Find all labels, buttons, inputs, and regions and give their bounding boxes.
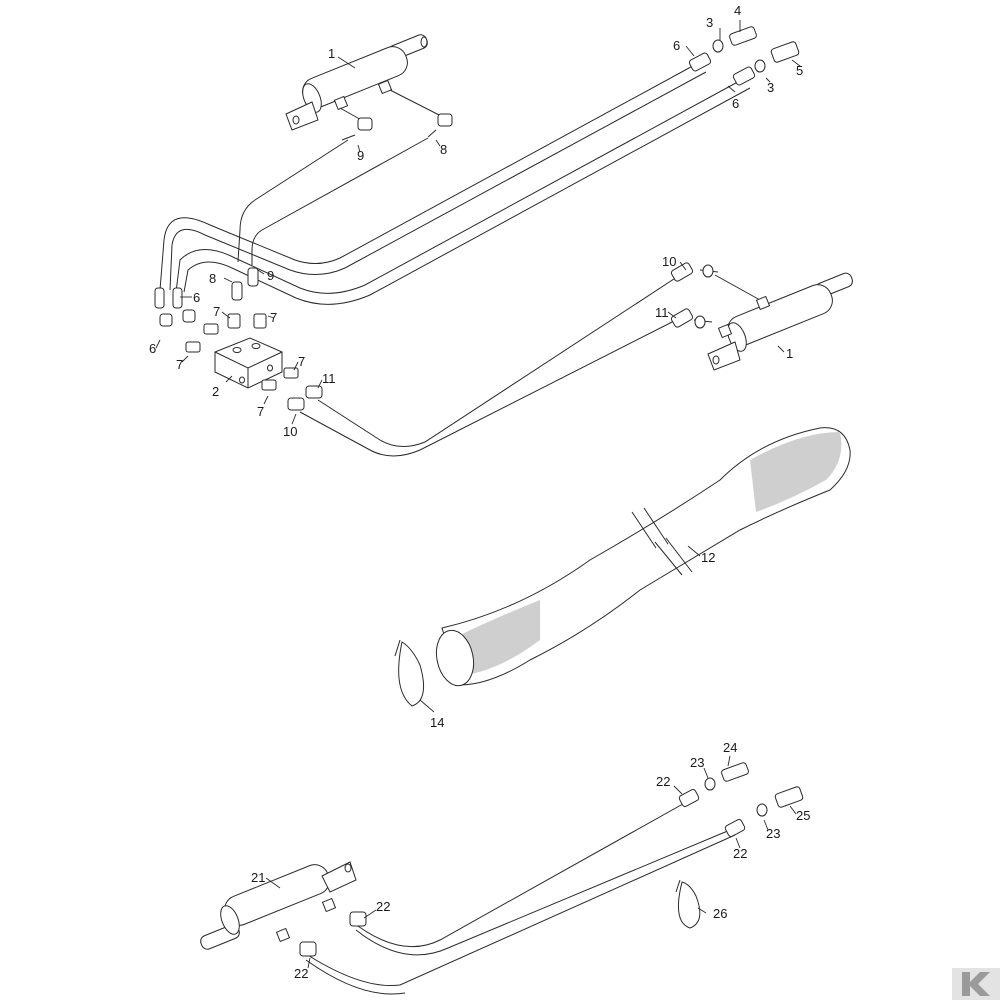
callout-label: 26 bbox=[713, 906, 727, 921]
callout-label: 8 bbox=[209, 271, 216, 286]
callout-label: 6 bbox=[673, 38, 680, 53]
valve-block bbox=[214, 337, 283, 389]
callout-labels: 1 3 4 6 5 3 6 9 8 8 9 6 7 7 6 7 10 11 1 … bbox=[149, 3, 810, 981]
k-brand-icon bbox=[952, 968, 1000, 1000]
hydraulic-cylinder-right bbox=[707, 272, 853, 371]
hose-pair-top-short bbox=[339, 89, 453, 141]
callout-label: 9 bbox=[267, 268, 274, 283]
callout-label: 23 bbox=[690, 755, 704, 770]
callout-label: 10 bbox=[662, 254, 676, 269]
callout-label: 7 bbox=[257, 404, 264, 419]
callout-label: 4 bbox=[734, 3, 741, 18]
callout-label: 22 bbox=[376, 899, 390, 914]
callout-label: 5 bbox=[796, 63, 803, 78]
hose-assembly-bottom bbox=[299, 762, 804, 995]
callout-label: 10 bbox=[283, 424, 297, 439]
callout-label: 24 bbox=[723, 740, 737, 755]
callout-label: 1 bbox=[786, 346, 793, 361]
callout-label: 7 bbox=[213, 304, 220, 319]
callout-label: 22 bbox=[733, 846, 747, 861]
callout-label: 22 bbox=[294, 966, 308, 981]
callout-label: 7 bbox=[176, 357, 183, 372]
protective-hose-sleeve bbox=[435, 427, 851, 687]
cable-tie-26 bbox=[675, 879, 701, 929]
callout-label: 6 bbox=[732, 96, 739, 111]
callout-label: 6 bbox=[193, 290, 200, 305]
hydraulic-cylinder-bottom bbox=[200, 861, 357, 950]
callout-label: 3 bbox=[706, 15, 713, 30]
callout-label: 1 bbox=[328, 46, 335, 61]
leader-lines bbox=[155, 20, 801, 969]
callout-label: 3 bbox=[767, 80, 774, 95]
cable-tie-14 bbox=[394, 639, 425, 707]
callout-label: 12 bbox=[701, 550, 715, 565]
long-hose-assembly-lower bbox=[299, 262, 761, 457]
callout-label: 2 bbox=[212, 384, 219, 399]
callout-label: 11 bbox=[655, 305, 669, 320]
callout-label: 7 bbox=[298, 354, 305, 369]
callout-label: 8 bbox=[440, 142, 447, 157]
block-fittings bbox=[154, 267, 323, 411]
callout-label: 7 bbox=[270, 310, 277, 325]
callout-label: 11 bbox=[322, 371, 336, 386]
callout-label: 6 bbox=[149, 341, 156, 356]
hydraulic-cylinder-top bbox=[285, 34, 428, 131]
callout-label: 25 bbox=[796, 808, 810, 823]
callout-label: 9 bbox=[357, 148, 364, 163]
callout-label: 22 bbox=[656, 774, 670, 789]
callout-label: 23 bbox=[766, 826, 780, 841]
callout-label: 21 bbox=[251, 870, 265, 885]
long-hose-assembly-upper bbox=[159, 26, 800, 305]
callout-label: 14 bbox=[430, 715, 444, 730]
